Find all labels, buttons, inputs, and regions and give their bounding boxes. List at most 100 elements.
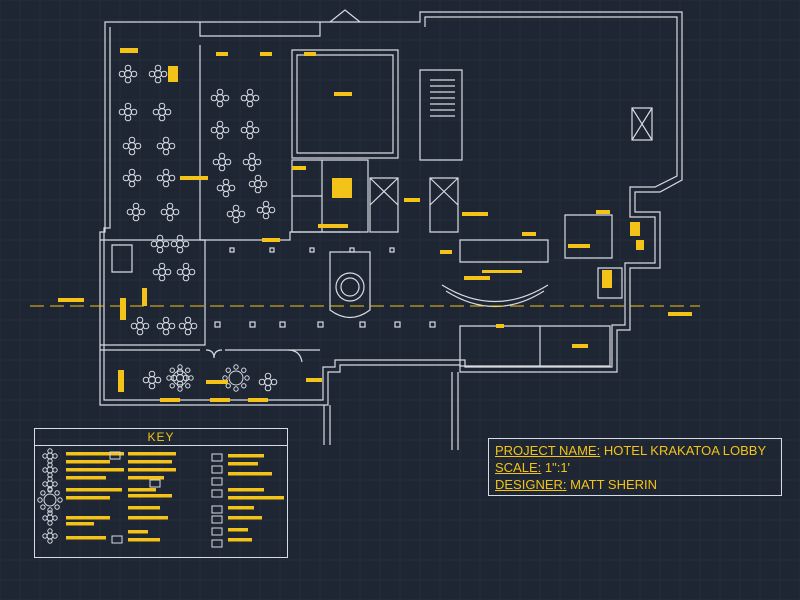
annotation-tag [462,212,488,216]
four-seat-table [170,234,190,254]
annotation-tag [260,52,272,56]
annotation-tag [332,178,352,198]
four-seat-table [122,168,142,188]
project-name-value: HOTEL KRAKATOA LOBBY [600,443,767,458]
key-label-bar [128,488,156,492]
four-seat-table [156,168,176,188]
four-seat-table [178,316,198,336]
revolving-door-inner [340,277,360,297]
lounge-curve-2 [445,290,545,307]
annotation-tag [668,312,692,316]
dining-tables [118,64,278,392]
column [359,321,366,328]
four-seat-table [142,370,162,390]
key-furniture-symbol [211,515,223,524]
key-label-bar [66,516,110,520]
annotation-tag [216,52,228,56]
four-seat-table [160,202,180,222]
annotation-tag [304,52,316,56]
column-grid [214,247,436,328]
key-panel: KEY [34,428,288,558]
key-label-bar [66,452,124,456]
key-label-bar [128,460,172,464]
annotation-tag [404,198,420,202]
column [317,321,324,328]
column [229,247,235,253]
lobby-outer-wall [99,11,683,406]
key-furniture-symbol [211,477,223,486]
four-seat-table [152,262,172,282]
east-wing-column [631,107,653,141]
annotation-tag [262,238,280,242]
key-label-bar [66,476,106,480]
annotation-tag [496,324,504,328]
key-label-bar [228,516,262,520]
key-label-bar [228,528,248,532]
key-label-bar [66,468,124,472]
annotation-tag [58,298,84,302]
four-seat-table [242,152,262,172]
restroom-block [291,159,369,233]
key-symbols [42,448,284,548]
key-label-bar [228,506,254,510]
annotation-tag [568,244,590,248]
key-furniture-symbol [211,465,223,474]
four-seat-table [150,234,170,254]
top-parapet [199,22,321,37]
annotation-tag [596,210,610,214]
key-furniture-symbol [211,489,223,498]
annotation-tag [306,378,322,382]
annotation-tag [292,166,306,170]
key-symbol [42,510,58,526]
four-seat-table [176,262,196,282]
annotation-tag [636,240,644,250]
stair-top [329,9,361,23]
annotation-tag [522,232,536,236]
inner-outer-wall [103,16,678,401]
four-seat-table [248,174,268,194]
column [279,321,286,328]
annotation-tag [334,92,352,96]
four-seat-table [148,64,168,84]
key-label-bar [66,488,122,492]
four-seat-table [210,120,230,140]
four-seat-table [118,64,138,84]
kitchen [564,214,613,259]
key-title: KEY [35,429,287,446]
four-seat-table [156,316,176,336]
project-name-label: PROJECT NAME: [495,443,601,458]
revolving-door [335,272,365,302]
four-seat-table [226,204,246,224]
key-label-bar [128,468,176,472]
yellow-annotation-tags [58,48,692,402]
key-symbol [42,462,58,478]
key-label-bar [228,462,258,466]
column [394,321,401,328]
designer-value: MATT SHERIN [566,477,658,492]
scale-value: 1":1' [541,460,571,475]
annotation-tag [160,398,180,402]
annotation-tag [168,66,178,82]
annotation-tag [210,398,230,402]
four-seat-table [156,136,176,156]
annotation-tag [120,298,126,320]
west-lounge-wall [100,239,206,346]
column [214,321,221,328]
key-furniture-symbol [211,539,223,548]
annotation-tag [248,398,268,402]
door-arc [205,349,223,359]
stair-treads [430,79,455,117]
key-furniture-symbol [211,453,223,462]
key-furniture-symbol [211,527,223,536]
column [249,321,256,328]
exit-corridor-left [323,405,331,445]
annotation-tag [630,222,640,236]
annotation-tag [142,288,147,306]
key-label-bar [66,536,106,540]
project-name-row: PROJECT NAME: HOTEL KRAKATOA LOBBY [495,443,766,459]
key-symbol [42,476,58,492]
banquet-round-table [222,364,250,392]
four-seat-table [118,102,138,122]
